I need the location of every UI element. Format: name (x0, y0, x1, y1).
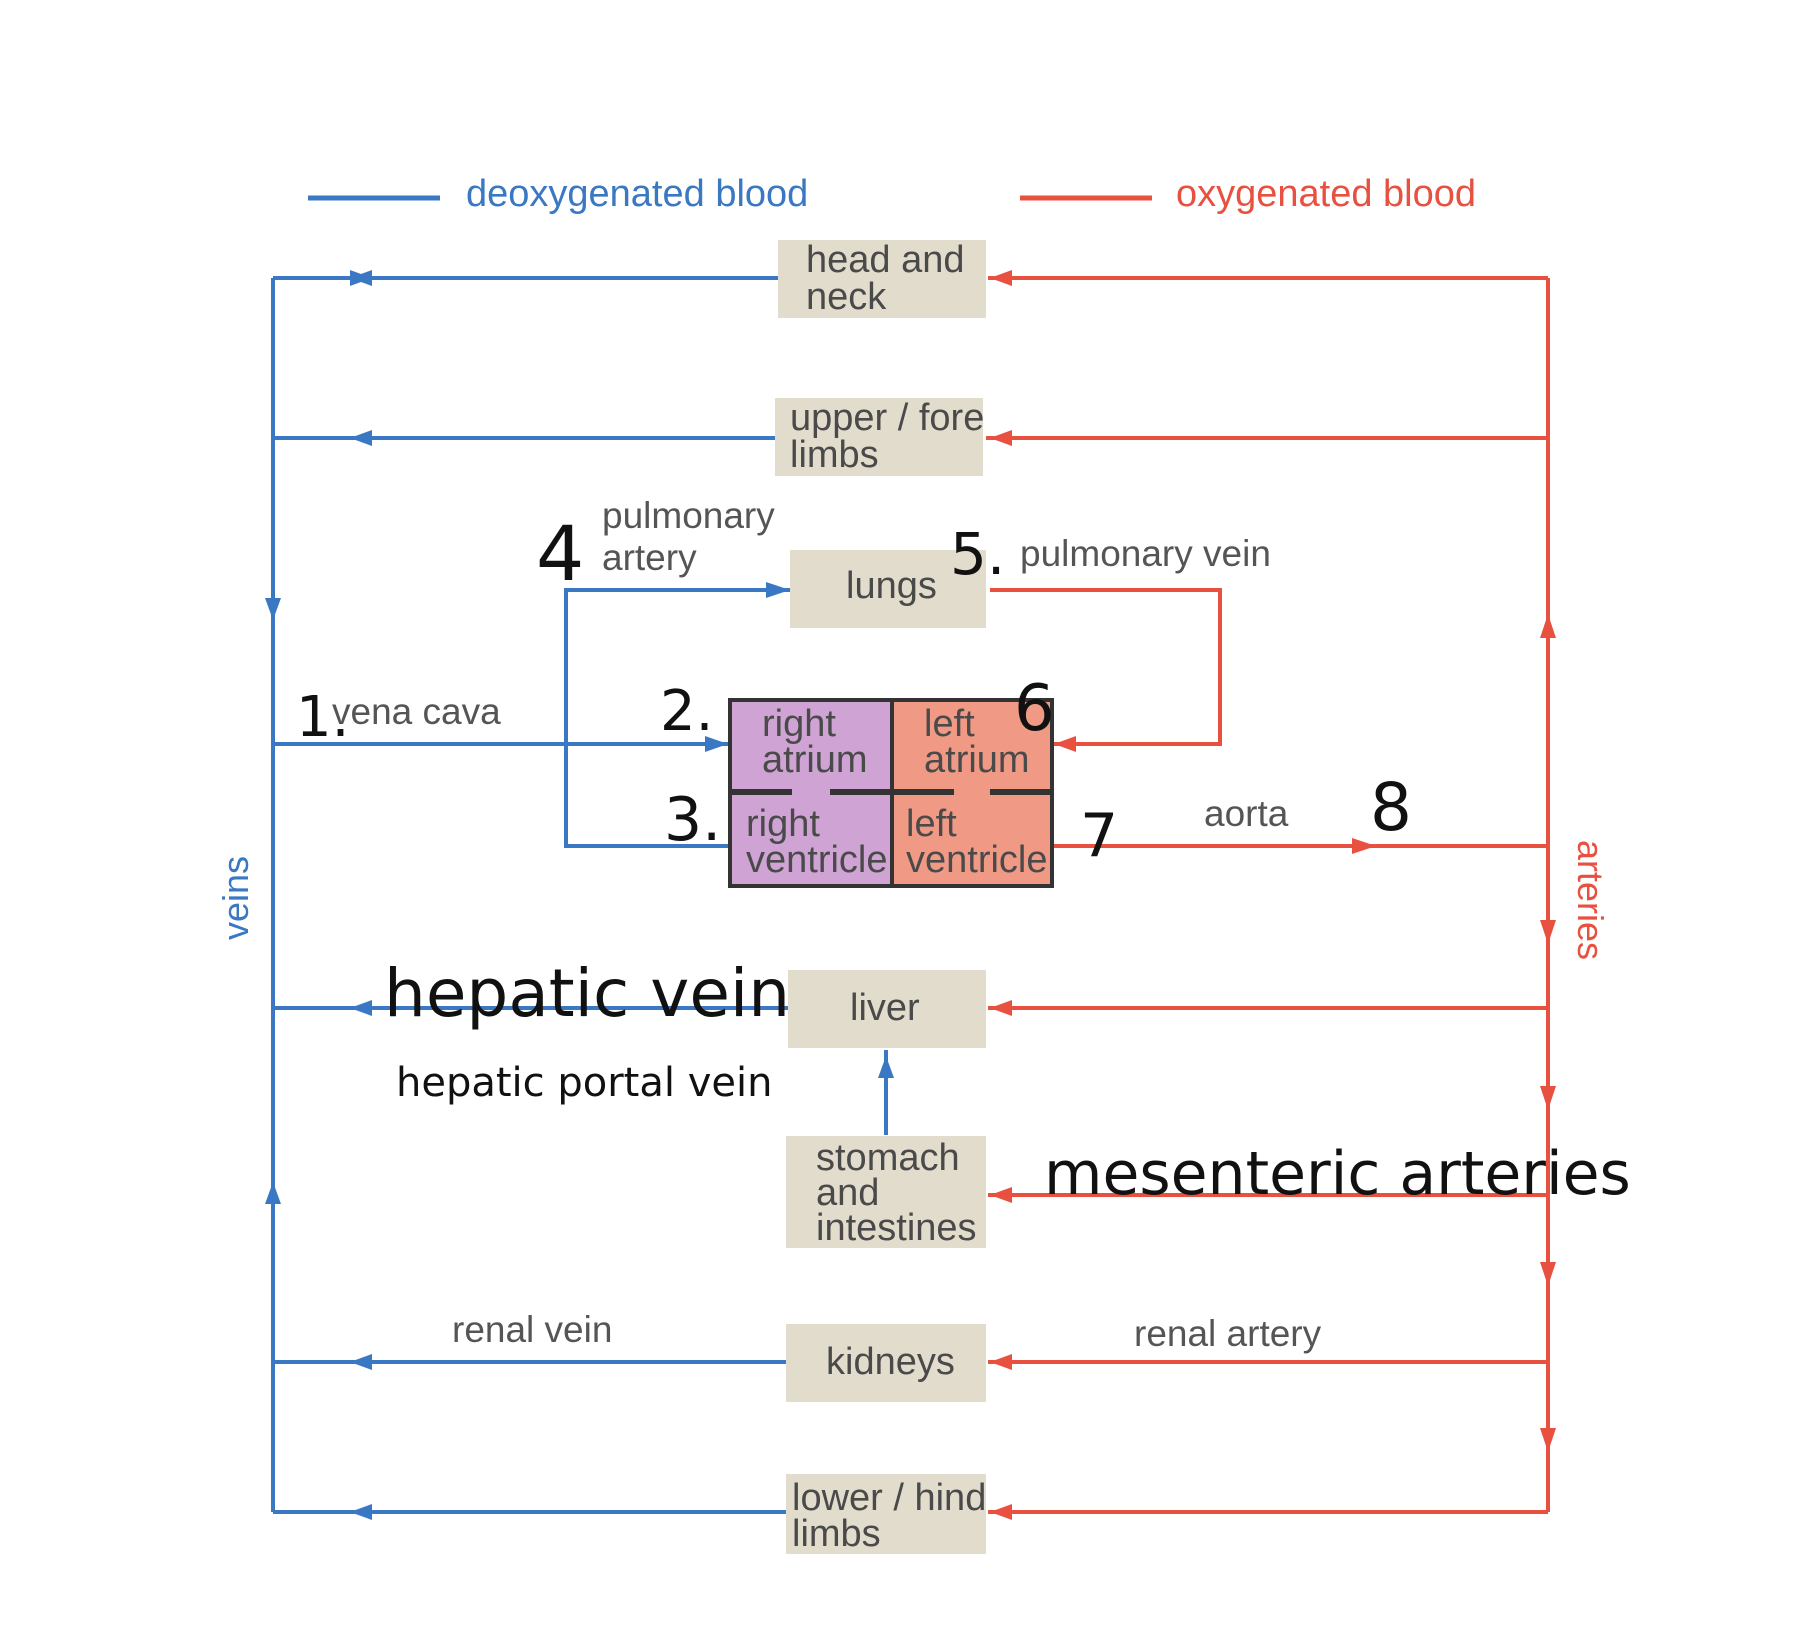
legend: deoxygenated blood oxygenated blood (308, 173, 1476, 215)
organ-lungs: lungs (790, 550, 986, 628)
arrowhead (766, 582, 790, 598)
arrowhead (350, 1504, 372, 1520)
left-atrium-label: left (924, 703, 975, 745)
pulmonary-artery-line (564, 588, 790, 848)
arrowhead (705, 736, 728, 752)
deoxygenated-vessels (271, 276, 888, 1514)
organ-label: liver (850, 987, 920, 1029)
pulmonary-vein-label: pulmonary vein (1020, 533, 1271, 574)
pulmonary-artery-label: pulmonary (602, 495, 775, 536)
organ-label: stomach (816, 1137, 960, 1179)
arrowhead (350, 1354, 372, 1370)
organ-label: lungs (846, 565, 937, 607)
handwritten-hepatic-vein: hepatic vein (384, 955, 790, 1032)
right-atrium-label: right (762, 703, 836, 745)
arrowhead (990, 1354, 1012, 1370)
arrowhead (990, 270, 1012, 286)
arrowhead (350, 270, 372, 286)
left-ventricle-label: ventricle (906, 839, 1048, 881)
pulmonary-artery-label: artery (602, 537, 697, 578)
oxygenated-vessels (986, 276, 1550, 1514)
oxygenated-arrowheads (990, 270, 1556, 1520)
organ-label: and (816, 1172, 879, 1214)
legend-deoxygenated-label: deoxygenated blood (466, 173, 808, 215)
left-ventricle-label: left (906, 803, 957, 845)
arrowhead (990, 1000, 1012, 1016)
arrowhead (265, 598, 281, 620)
arrowhead (1540, 1262, 1556, 1286)
deoxygenated-arrowheads (265, 270, 894, 1520)
aorta-label: aorta (1204, 793, 1289, 834)
organ-box (786, 1324, 986, 1402)
right-atrium-label: atrium (762, 739, 868, 781)
pulmonary-vein-line (990, 588, 1222, 746)
handwritten-number-4: 4 (536, 509, 584, 598)
arrowhead (1540, 614, 1556, 638)
arrowhead (1540, 1086, 1556, 1110)
handwritten-number-2: 2. (660, 679, 713, 744)
veins-label: veins (215, 856, 256, 940)
handwritten-hepatic-portal-vein: hepatic portal vein (396, 1060, 772, 1106)
organ-label: limbs (792, 1513, 881, 1555)
organ-box (788, 970, 986, 1048)
arteries-label: arteries (1570, 840, 1611, 960)
handwritten-number-3: 3. (664, 785, 721, 855)
left-atrium-label: atrium (924, 739, 1030, 781)
arrowhead (265, 1182, 281, 1204)
organ-kidneys: kidneys (786, 1324, 986, 1402)
handwritten-number-6: 6 (1014, 672, 1055, 746)
handwritten-number-8: 8 (1370, 769, 1412, 846)
organ-label: limbs (790, 434, 879, 476)
renal-vein-label: renal vein (452, 1309, 612, 1350)
arrowhead (350, 1000, 372, 1016)
right-ventricle-label: right (746, 803, 820, 845)
organ-label: upper / fore (790, 397, 984, 439)
handwritten-number-5: 5. (950, 520, 1005, 588)
organ-box (790, 550, 986, 628)
organ-liver: liver (788, 970, 986, 1048)
arrowhead (878, 1056, 894, 1078)
organ-label: intestines (816, 1207, 977, 1249)
organ-label: lower / hind (792, 1477, 986, 1519)
handwritten-number-7: 7 (1080, 801, 1118, 871)
organ-label: neck (806, 276, 887, 318)
handwritten-number-1: 1. (296, 685, 349, 750)
arrowhead (350, 430, 372, 446)
organ-label: kidneys (826, 1341, 955, 1383)
legend-oxygenated-label: oxygenated blood (1176, 173, 1476, 215)
handwritten-annotations: 1. 2. 3. 4 5. 6 7 8 hepatic vein hepatic… (296, 509, 1631, 1209)
renal-artery-label: renal artery (1134, 1313, 1322, 1354)
arrowhead (1540, 1428, 1556, 1452)
organ-label: head and (806, 239, 965, 281)
organ-box (775, 398, 983, 476)
organ-box (786, 1136, 986, 1248)
arrowhead (990, 1187, 1012, 1203)
vena-cava-label: vena cava (332, 691, 501, 732)
arrowhead (990, 430, 1012, 446)
right-ventricle-label: ventricle (746, 839, 888, 881)
arrowhead (1540, 920, 1556, 944)
organ-box (786, 1474, 986, 1554)
arrowhead (1352, 838, 1376, 854)
handwritten-mesenteric-arteries: mesenteric arteries (1044, 1139, 1631, 1209)
organ-box (778, 240, 986, 318)
arrowhead (1054, 736, 1076, 752)
arrowhead (990, 1504, 1012, 1520)
